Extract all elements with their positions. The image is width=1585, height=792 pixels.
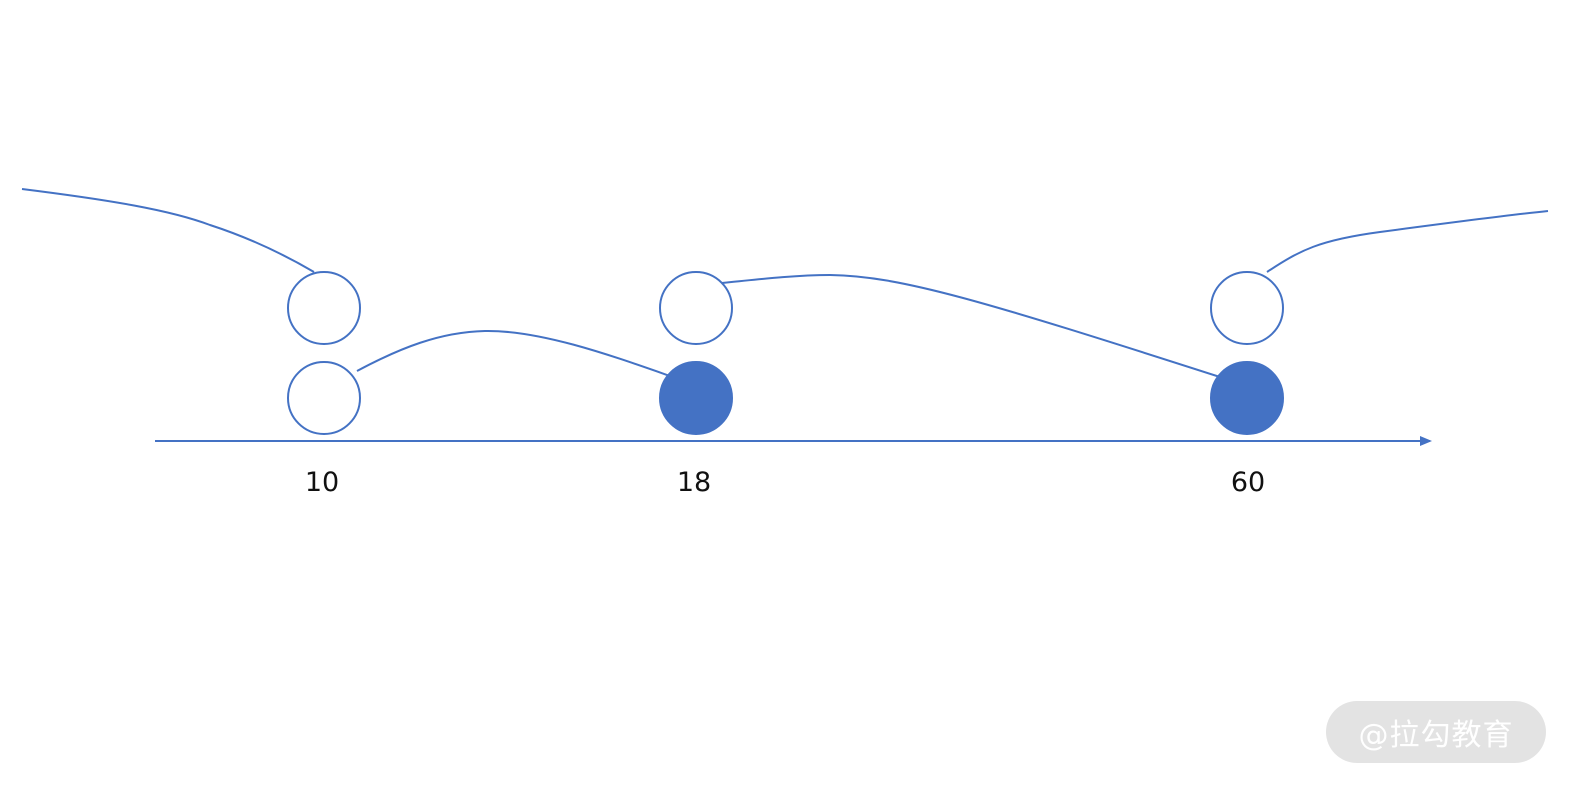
connector-top-incoming bbox=[21, 188, 315, 273]
node-bottom-10 bbox=[287, 361, 361, 435]
axis-label-10: 10 bbox=[305, 467, 339, 498]
node-bottom-18 bbox=[659, 361, 733, 435]
axis-label-18: 18 bbox=[677, 467, 711, 498]
watermark-text: @拉勾教育 bbox=[1358, 718, 1514, 753]
connector-bottom-10-to-18 bbox=[356, 329, 671, 377]
axis-label-60: 60 bbox=[1231, 467, 1265, 498]
node-top-10 bbox=[287, 271, 361, 345]
node-top-60 bbox=[1210, 271, 1284, 345]
connector-top-outgoing bbox=[1266, 210, 1549, 273]
watermark-badge: @拉勾教育 bbox=[1326, 701, 1546, 763]
connector-top-18-to-bottom-60 bbox=[721, 273, 1221, 378]
node-top-18 bbox=[659, 271, 733, 345]
node-bottom-60 bbox=[1210, 361, 1284, 435]
